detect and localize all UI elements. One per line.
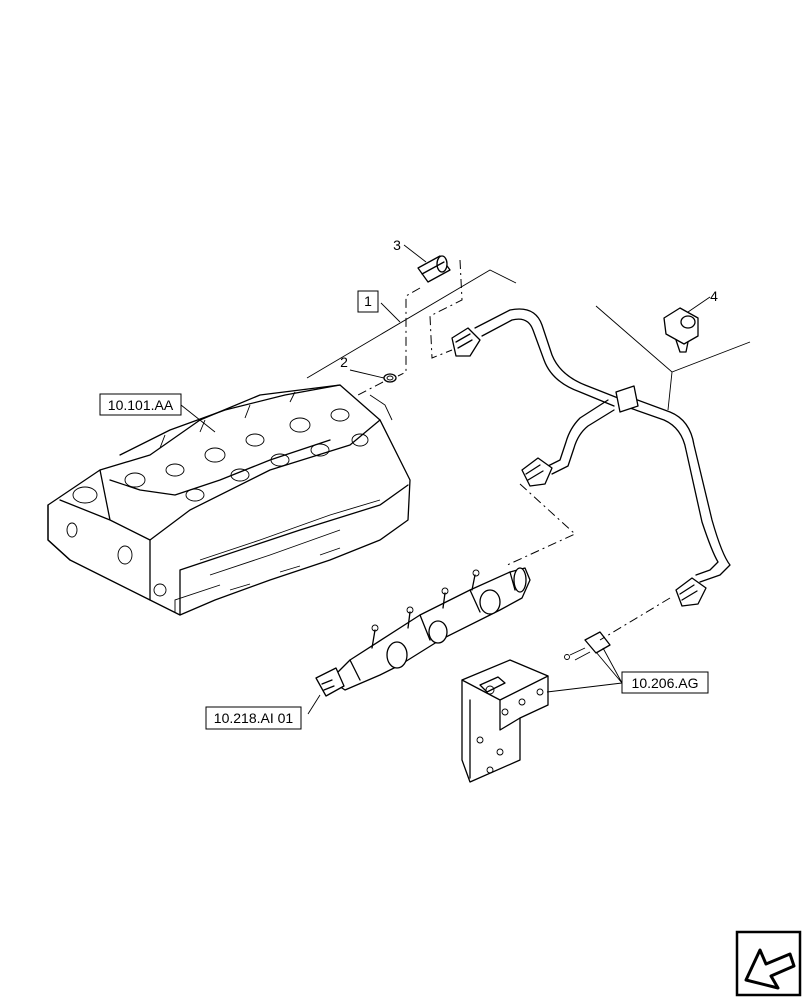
callout-1-label: 1 [364, 293, 372, 309]
leader-lines [180, 244, 751, 715]
fuel-rail [315, 567, 531, 697]
ref-cylinder-head-label: 10.101.AA [108, 397, 174, 413]
ref-bracket[interactable]: 10.206.AG [621, 671, 709, 694]
callout-1: 1 [357, 290, 379, 313]
callout-2-label: 2 [340, 354, 348, 370]
mounting-bracket [461, 659, 549, 783]
callout-3-label: 3 [393, 237, 401, 253]
part-4-sensor [663, 307, 699, 353]
ref-fuel-rail-label: 10.218.AI 01 [214, 710, 294, 726]
pressure-sensor [564, 631, 611, 661]
ref-bracket-label: 10.206.AG [632, 675, 699, 691]
ref-cylinder-head[interactable]: 10.101.AA [99, 393, 182, 416]
part-2-o-ring [383, 373, 397, 383]
harness-connector-top [451, 327, 481, 357]
wiring-harness [474, 308, 731, 583]
callout-4-label: 4 [710, 288, 718, 304]
harness-connector-middle [521, 457, 553, 487]
back-arrow-icon[interactable] [735, 930, 802, 997]
cylinder-head [47, 384, 411, 616]
part-3-fitting [417, 255, 451, 283]
harness-connector-bottom [675, 577, 707, 607]
ref-fuel-rail[interactable]: 10.218.AI 01 [205, 706, 302, 730]
